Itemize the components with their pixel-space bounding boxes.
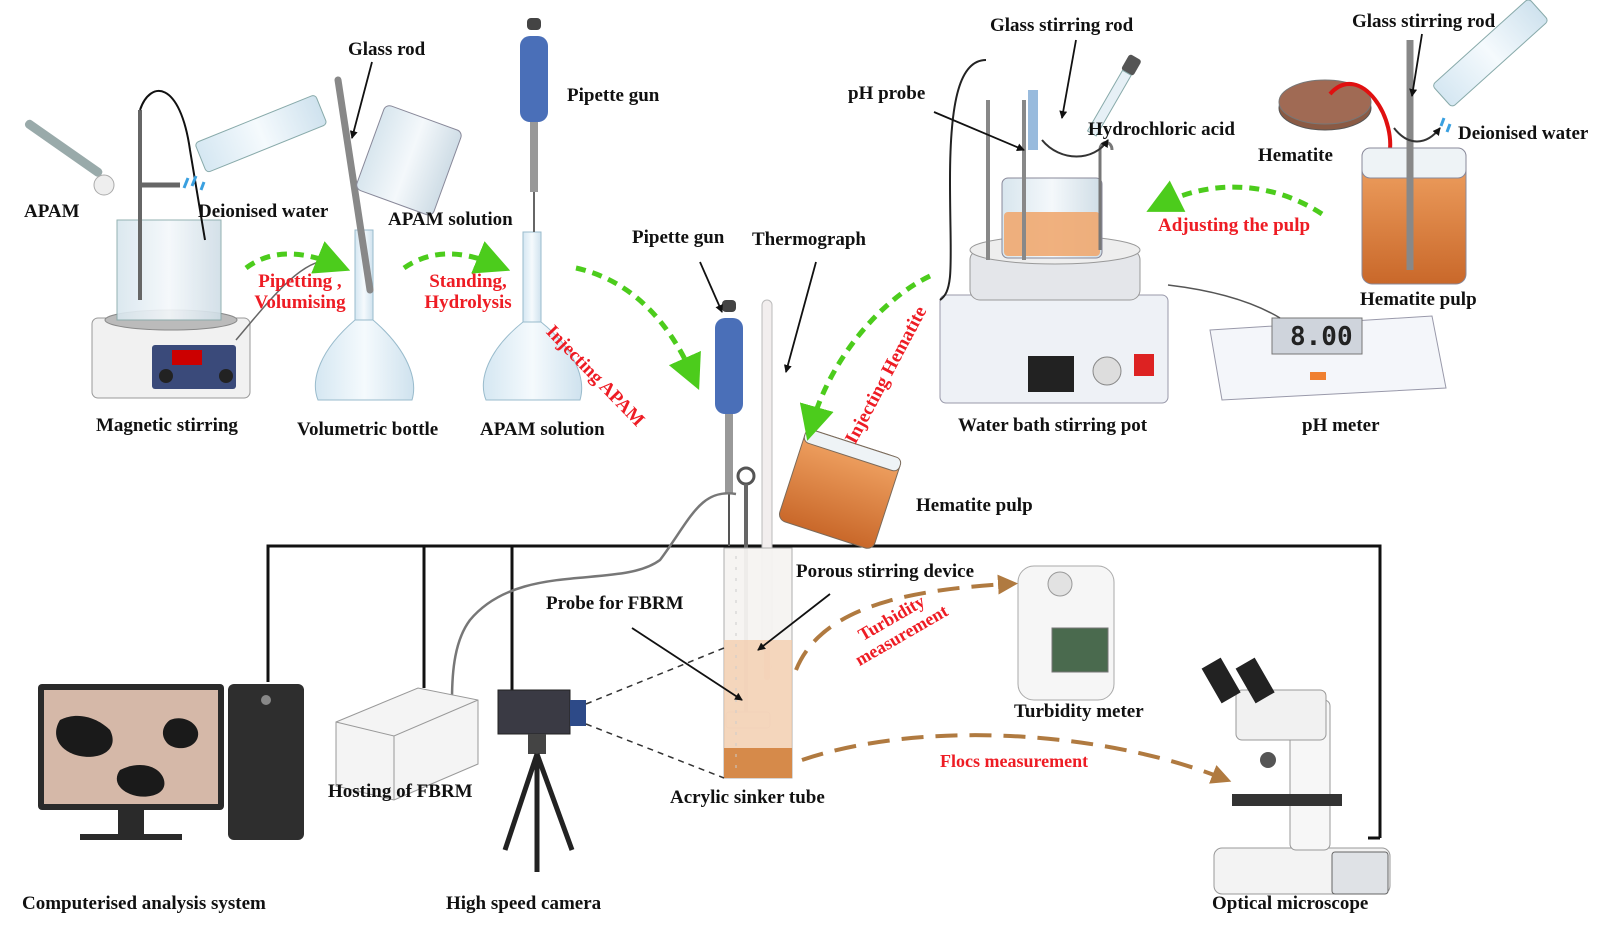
label-deionised-water-right: Deionised water [1458, 123, 1589, 144]
fbrm-probe-cable [450, 492, 737, 701]
label-volumetric-bottle: Volumetric bottle [297, 419, 439, 440]
step-arrows [244, 180, 1324, 441]
label-hydrochloric-acid: Hydrochloric acid [1088, 119, 1235, 140]
label-probe-fbrm: Probe for FBRM [546, 593, 684, 614]
fbrm-host-icon [335, 687, 479, 801]
hematite-dish-icon [1278, 79, 1372, 131]
step-adjusting-pulp: Adjusting the pulp [1158, 215, 1311, 236]
hematite-pulp-beaker-icon [778, 429, 902, 549]
high-speed-camera-icon [497, 689, 586, 872]
apam-beaker-icon [356, 105, 462, 216]
step-pipetting: Pipetting , Volumising [250, 271, 350, 314]
transfer-arrow [1328, 82, 1401, 170]
leader-lines [349, 33, 1423, 701]
ph-cable [1167, 284, 1281, 319]
label-apam-solution-top: APAM solution [388, 209, 513, 230]
connection-wires [266, 544, 1382, 840]
label-optical-microscope: Optical microscope [1212, 893, 1369, 914]
label-turbidity-meter: Turbidity meter [1014, 701, 1144, 722]
label-thermograph: Thermograph [752, 229, 866, 250]
label-deionised-water-left: Deionised water [198, 201, 329, 222]
label-glass-rod: Glass rod [348, 39, 426, 60]
measure-arrows [794, 574, 1232, 784]
label-ph-probe: pH probe [848, 83, 926, 104]
label-pipette-gun-top: Pipette gun [567, 85, 660, 106]
label-high-speed-camera: High speed camera [446, 893, 602, 914]
label-glass-stirring-rod-center: Glass stirring rod [990, 15, 1134, 36]
step-standing-line1: Standing, [429, 271, 507, 292]
pipette-gun-center-icon [715, 300, 743, 546]
volumetric-bottle-icon [314, 76, 415, 401]
label-hematite: Hematite [1258, 145, 1333, 166]
label-computerised: Computerised analysis system [22, 893, 266, 914]
label-apam-solution-bottom: APAM solution [480, 419, 605, 440]
ph-meter-icon [1209, 315, 1447, 401]
ph-display-value: 8.00 [1290, 322, 1353, 352]
hematite-pulp-beaker-right-icon [1361, 40, 1467, 285]
label-glass-stirring-rod-right: Glass stirring rod [1352, 11, 1496, 32]
turbidity-meter-icon [1017, 565, 1115, 701]
magnetic-stirrer-icon [91, 90, 331, 399]
apam-solution-flask-icon [482, 231, 583, 401]
graduated-cylinder-left-icon [182, 95, 327, 191]
label-hematite-pulp-right: Hematite pulp [1360, 289, 1477, 310]
graduated-cylinder-right-icon [1433, 0, 1548, 133]
spatula-icon [24, 119, 115, 196]
step-standing: Standing, Hydrolysis [418, 271, 518, 314]
step-flocs: Flocs measurement [940, 751, 1089, 771]
pipette-gun-top-icon [520, 18, 548, 232]
water-bath-pot-icon [939, 59, 1169, 404]
label-apam: APAM [24, 201, 80, 222]
optical-microscope-icon [1201, 657, 1391, 895]
label-magnetic-stirring: Magnetic stirring [96, 415, 238, 436]
label-pipette-gun-center: Pipette gun [632, 227, 725, 248]
step-pipetting-line2: Volumising [254, 291, 346, 313]
stirring-arc-right [1393, 127, 1441, 143]
step-pipetting-line1: Pipetting , [258, 271, 342, 292]
step-standing-line2: Hydrolysis [424, 291, 512, 313]
stirring-arc-center [1041, 139, 1109, 158]
camera-field-lines [585, 647, 725, 779]
acrylic-sinker-tube-icon [723, 547, 793, 779]
label-hosting-fbrm: Hosting of FBRM [328, 781, 473, 802]
label-porous-stirring: Porous stirring device [796, 561, 975, 582]
label-water-bath: Water bath stirring pot [958, 415, 1148, 436]
label-acrylic-tube: Acrylic sinker tube [670, 787, 825, 808]
label-hematite-pulp-center: Hematite pulp [916, 495, 1033, 516]
label-ph-meter: pH meter [1302, 415, 1380, 436]
computer-icon [38, 684, 304, 840]
dropper-icon [1086, 54, 1141, 137]
